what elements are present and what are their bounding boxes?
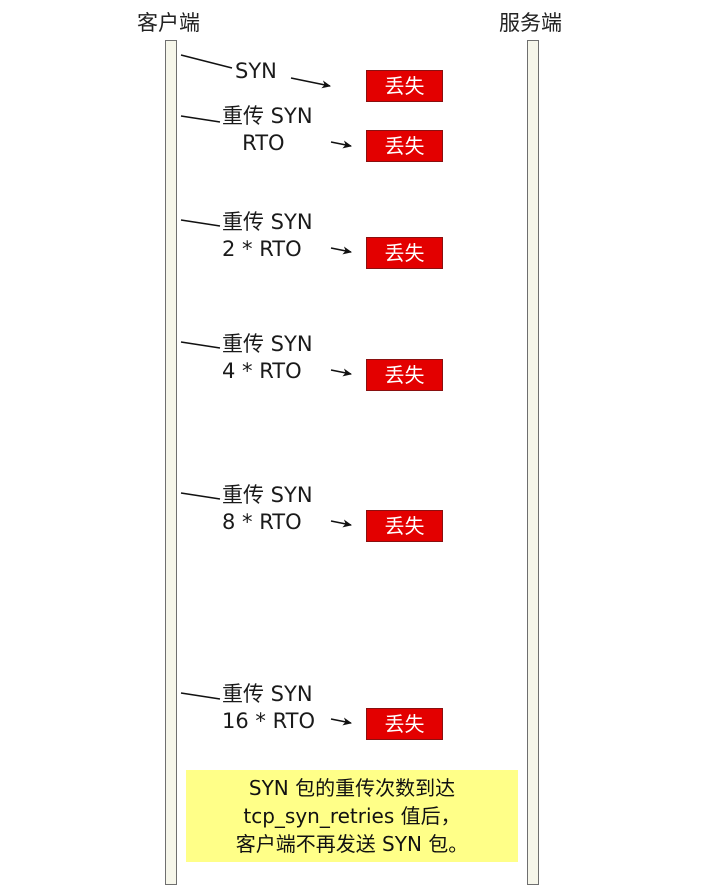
msg-connector-1 — [180, 54, 233, 69]
server-lane-title: 服务端 — [499, 11, 562, 35]
msg-1-line1: SYN — [235, 59, 277, 83]
msg-connector-5 — [180, 492, 221, 500]
msg-connector-2 — [180, 115, 221, 123]
msg-label-5: 重传 SYN 8 * RTO — [222, 482, 314, 536]
msg-arrow-5 — [330, 519, 352, 528]
note-line1: SYN 包的重传次数到达 — [248, 776, 456, 800]
msg-label-3: 重传 SYN 2 * RTO — [222, 209, 314, 263]
lost-badge-1: 丢失 — [366, 70, 443, 102]
msg-6-line2: 16 * RTO — [222, 709, 315, 733]
msg-4-line2: 4 * RTO — [222, 359, 302, 383]
msg-connector-3 — [180, 219, 221, 227]
msg-connector-4 — [180, 341, 221, 349]
note-line3: 客户端不再发送 SYN 包。 — [235, 832, 469, 856]
client-lane-title: 客户端 — [137, 11, 200, 35]
msg-5-line2: 8 * RTO — [222, 510, 302, 534]
msg-3-line1: 重传 SYN — [222, 210, 313, 234]
msg-connector-6 — [180, 692, 221, 700]
lost-badge-6: 丢失 — [366, 708, 443, 740]
note-line2: tcp_syn_retries 值后， — [243, 804, 461, 828]
msg-arrow-3 — [330, 246, 352, 255]
msg-label-2: 重传 SYN RTO — [222, 103, 313, 157]
lost-badge-3: 丢失 — [366, 237, 443, 269]
msg-6-line1: 重传 SYN — [222, 682, 313, 706]
retry-limit-note: SYN 包的重传次数到达 tcp_syn_retries 值后， 客户端不再发送… — [186, 770, 518, 862]
msg-2-line2: RTO — [242, 131, 285, 155]
msg-arrow-6 — [330, 717, 352, 726]
msg-4-line1: 重传 SYN — [222, 332, 313, 356]
msg-2-line1: 重传 SYN — [222, 104, 313, 128]
lost-badge-2: 丢失 — [366, 130, 443, 162]
msg-arrow-4 — [330, 368, 352, 377]
lost-badge-4: 丢失 — [366, 359, 443, 391]
lost-badge-5: 丢失 — [366, 510, 443, 542]
msg-3-line2: 2 * RTO — [222, 237, 302, 261]
msg-label-4: 重传 SYN 4 * RTO — [222, 331, 314, 385]
msg-arrow-2 — [330, 140, 352, 149]
msg-5-line1: 重传 SYN — [222, 483, 313, 507]
msg-arrow-1 — [290, 77, 331, 89]
msg-label-6: 重传 SYN 16 * RTO — [222, 681, 315, 735]
msg-label-1: SYN — [235, 58, 277, 85]
